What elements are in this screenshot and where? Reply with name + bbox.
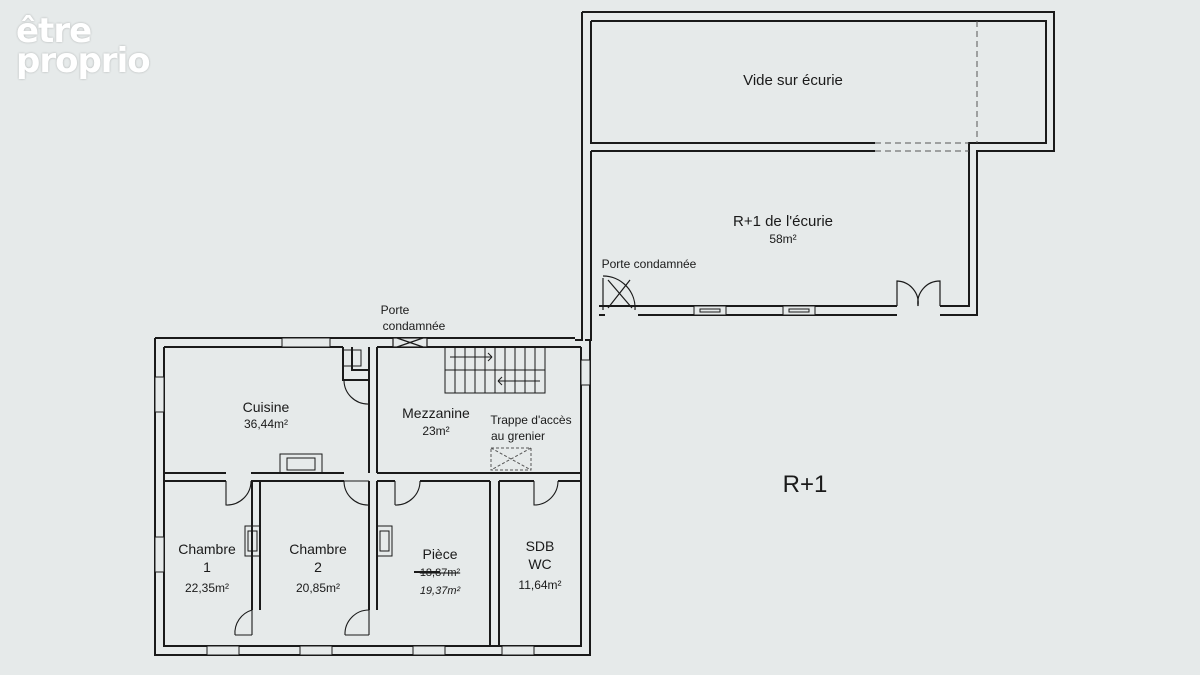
- dashed-lines: [875, 21, 978, 152]
- ecurie-windows: [693, 305, 816, 316]
- porte-top-label-2: condamnée: [383, 319, 446, 333]
- door-swings: [225, 379, 559, 636]
- mezzanine-name: Mezzanine: [402, 405, 470, 421]
- cuisine-area: 36,44m²: [244, 417, 288, 431]
- piece-area-struck: 18,87m²: [420, 567, 461, 579]
- porte-condamnee-ecurie: [602, 275, 636, 311]
- house-walls: [154, 337, 591, 656]
- chambre2-number: 2: [314, 559, 322, 575]
- trappe-grenier: [490, 447, 532, 471]
- chambre2-name: Chambre: [289, 541, 347, 557]
- vide-label: Vide sur écurie: [743, 72, 843, 89]
- piece-name: Pièce: [422, 546, 457, 562]
- sdb-name-2: WC: [528, 556, 551, 572]
- floor-label: R+1: [783, 471, 828, 498]
- chambre1-name: Chambre: [178, 541, 236, 557]
- piece-area-handwritten: 19,37m²: [420, 585, 461, 597]
- logo-line-1: être: [16, 11, 92, 51]
- porte-ecurie-label: Porte condamnée: [602, 257, 697, 271]
- ecurie-walls: [575, 11, 1055, 341]
- house-windows: [154, 337, 591, 656]
- trappe-label-1: Trappe d'accès: [490, 413, 571, 427]
- porte-top-label-1: Porte: [381, 303, 410, 317]
- chambre1-number: 1: [203, 559, 211, 575]
- fireplaces: [244, 349, 393, 557]
- chambre1-area: 22,35m²: [185, 581, 229, 595]
- cuisine-name: Cuisine: [243, 399, 290, 415]
- trappe-label-2: au grenier: [491, 429, 545, 443]
- sdb-area: 11,64m²: [518, 578, 561, 592]
- ecurie-name: R+1 de l'écurie: [733, 213, 833, 230]
- logo-line-2: proprio: [16, 41, 151, 81]
- ecurie-double-door: [896, 280, 941, 307]
- mezzanine-area: 23m²: [422, 424, 449, 438]
- porte-condamnee-top: [392, 337, 428, 348]
- etre-proprio-logo: être proprio: [16, 11, 151, 81]
- chambre2-area: 20,85m²: [296, 581, 340, 595]
- sdb-name: SDB: [526, 538, 555, 554]
- ecurie-area: 58m²: [769, 232, 796, 246]
- staircase: [444, 346, 546, 394]
